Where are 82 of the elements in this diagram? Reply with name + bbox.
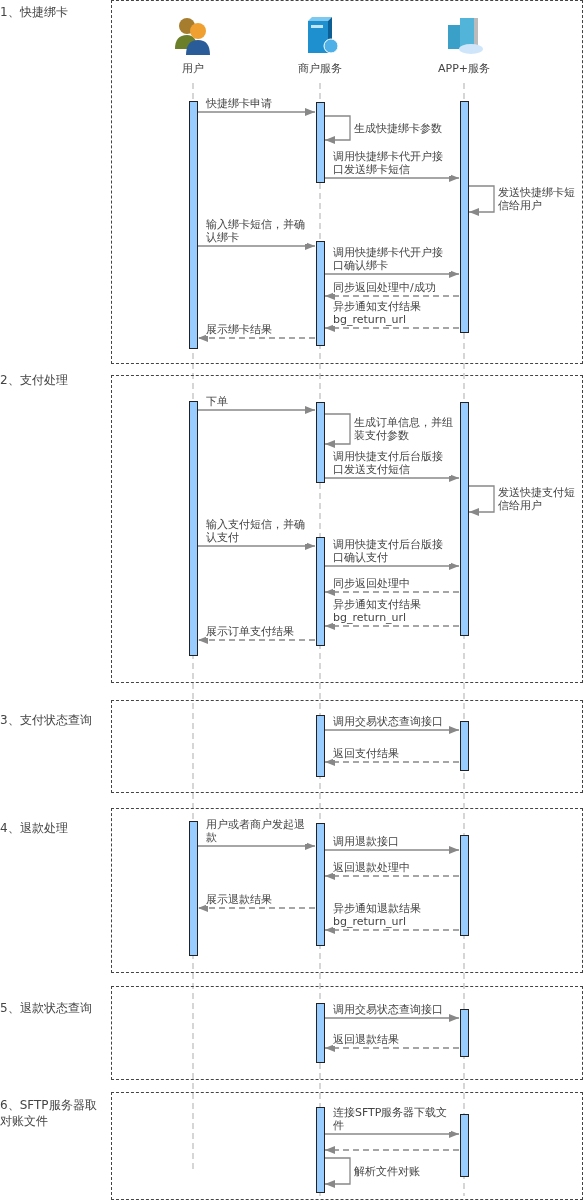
arrow — [324, 174, 460, 182]
arrow — [324, 324, 460, 332]
arrow — [197, 904, 316, 912]
arrow — [197, 842, 316, 850]
edge-label: 用户或者商户发起退款 — [206, 818, 307, 844]
arrow — [324, 270, 460, 278]
activation-bar — [459, 402, 469, 636]
activation-bar — [188, 401, 198, 656]
self-arrow — [324, 1157, 351, 1188]
section-heading: 1、快捷绑卡 — [0, 4, 69, 20]
edge-label: 调用交易状态查询接口 — [333, 715, 443, 728]
section-heading: 3、支付状态查询 — [0, 712, 93, 728]
edge-label: 同步返回处理中 — [333, 577, 410, 590]
section-heading: 2、支付处理 — [0, 372, 69, 388]
arrow — [324, 1014, 460, 1022]
activation-bar — [188, 101, 198, 349]
edge-label: 返回支付结果 — [333, 747, 399, 760]
edge-label: 输入绑卡短信，并确认绑卡 — [206, 218, 307, 244]
activation-bar — [315, 537, 325, 646]
edge-label: 连接SFTP服务器下载文件 — [333, 1106, 451, 1132]
activation-bar — [459, 1114, 469, 1177]
arrow — [324, 622, 460, 630]
edge-label: 调用快捷绑卡代开户接口确认绑卡 — [333, 246, 451, 272]
arrow — [324, 1146, 460, 1154]
arrow — [324, 562, 460, 570]
arrow — [197, 636, 316, 644]
arrow — [324, 588, 460, 596]
arrow — [324, 1130, 460, 1138]
arrow — [324, 474, 460, 482]
edge-label: 返回退款结果 — [333, 1033, 399, 1046]
edge-label: 发送快捷绑卡短信给用户 — [498, 186, 576, 212]
edge-label: 发送快捷支付短信给用户 — [498, 486, 576, 512]
activation-bar — [315, 402, 325, 483]
edge-label: 调用快捷绑卡代开户接口发送绑卡短信 — [333, 150, 451, 176]
activation-bar — [315, 1107, 325, 1193]
activation-bar — [459, 835, 469, 936]
arrow — [324, 1044, 460, 1052]
activation-bar — [315, 823, 325, 946]
edge-label: 生成订单信息，并组装支付参数 — [354, 416, 454, 442]
edge-label: 解析文件对账 — [354, 1164, 420, 1178]
arrow — [197, 334, 316, 342]
edge-label: 快捷绑卡申请 — [206, 97, 272, 110]
arrow — [197, 542, 316, 550]
edge-label: 同步返回处理中/成功 — [333, 281, 436, 294]
edge-label: 输入支付短信，并确认支付 — [206, 518, 307, 544]
section-heading: 5、退款状态查询 — [0, 1000, 93, 1016]
activation-bar — [315, 1003, 325, 1063]
arrow — [324, 292, 460, 300]
activation-bar — [315, 715, 325, 777]
section-heading: 6、SFTP服务器取对账文件 — [0, 1097, 98, 1129]
arrow — [324, 872, 460, 880]
activation-bar — [459, 101, 469, 333]
edge-label: 调用交易状态查询接口 — [333, 1003, 443, 1016]
edge-label: 生成快捷绑卡参数 — [354, 121, 442, 135]
edge-label: 下单 — [206, 395, 228, 408]
actor-label: 用户 — [181, 61, 205, 76]
edge-label: 展示退款结果 — [206, 893, 272, 906]
edge-label: 展示绑卡结果 — [206, 323, 272, 336]
activation-bar — [459, 1009, 469, 1057]
activation-bar — [315, 241, 325, 346]
edge-label: 调用退款接口 — [333, 835, 399, 848]
section-heading: 4、退款处理 — [0, 820, 69, 836]
activation-bar — [315, 102, 325, 183]
edge-label: 调用快捷支付后台版接口发送支付短信 — [333, 450, 451, 476]
arrow — [324, 758, 460, 766]
self-arrow — [468, 485, 495, 516]
arrow — [324, 926, 460, 934]
arrow — [197, 242, 316, 250]
actor-label: 商户服务 — [297, 61, 343, 76]
activation-bar — [459, 721, 469, 771]
edge-label: 展示订单支付结果 — [206, 625, 294, 638]
self-arrow — [324, 115, 351, 144]
actor-label: APP+服务 — [437, 61, 491, 76]
arrow — [324, 726, 460, 734]
activation-bar — [188, 821, 198, 956]
arrow — [324, 846, 460, 854]
arrow — [197, 108, 316, 116]
edge-label: 返回退款处理中 — [333, 861, 410, 874]
edge-label: 调用快捷支付后台版接口确认支付 — [333, 538, 451, 564]
self-arrow — [324, 413, 351, 448]
arrow — [197, 406, 316, 414]
self-arrow — [468, 185, 495, 216]
